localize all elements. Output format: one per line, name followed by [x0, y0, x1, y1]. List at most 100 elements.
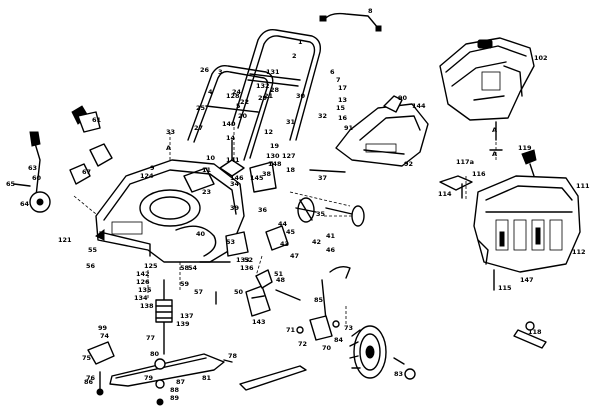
label-70: 70 — [322, 344, 332, 352]
label-92: 92 — [404, 160, 413, 168]
label-23: 23 — [202, 188, 211, 196]
label-116: 116 — [472, 170, 486, 178]
label-58: 58 — [180, 264, 190, 272]
label-125: 125 — [144, 262, 158, 270]
label-72: 72 — [298, 340, 307, 348]
label-85: 85 — [314, 296, 324, 304]
label-3: 3 — [218, 68, 223, 76]
label-133: 133 — [236, 256, 250, 264]
label-102: 102 — [534, 54, 548, 62]
height-adjuster-right — [245, 225, 351, 341]
label-121: 121 — [58, 236, 72, 244]
label-41: 41 — [326, 232, 336, 240]
label-81: 81 — [202, 374, 212, 382]
label-144: 144 — [412, 102, 426, 110]
label-50: 50 — [234, 288, 244, 296]
label-A-2: A — [492, 126, 497, 134]
lower-handle — [187, 64, 274, 161]
label-75: 75 — [82, 354, 92, 362]
label-30: 30 — [296, 92, 306, 100]
label-54: 54 — [188, 264, 198, 272]
mower-deck — [95, 159, 245, 263]
label-20: 20 — [238, 112, 248, 120]
part-119-spring — [521, 149, 537, 177]
label-114: 114 — [438, 190, 452, 198]
label-47: 47 — [290, 252, 299, 260]
label-83: 83 — [394, 370, 403, 378]
label-140: 140 — [222, 120, 236, 128]
part-118-rod — [513, 321, 547, 349]
label-146: 146 — [230, 174, 244, 182]
label-42: 42 — [312, 238, 321, 246]
label-80: 80 — [150, 350, 160, 358]
label-15: 15 — [336, 104, 346, 112]
label-13: 13 — [338, 96, 347, 104]
catcher-lid — [309, 103, 429, 173]
label-38: 38 — [262, 170, 272, 178]
label-40: 40 — [196, 230, 206, 238]
label-17: 17 — [338, 84, 347, 92]
label-4: 4 — [208, 88, 213, 96]
label-28: 28 — [270, 86, 280, 94]
label-87: 87 — [176, 378, 185, 386]
label-124: 124 — [140, 172, 154, 180]
label-39: 39 — [230, 204, 240, 212]
label-76: 76 — [86, 374, 96, 382]
label-119: 119 — [518, 144, 532, 152]
engine — [439, 37, 535, 151]
label-37: 37 — [318, 174, 327, 182]
label-145: 145 — [250, 174, 264, 182]
part-114-bracket — [439, 175, 473, 199]
label-134: 134 — [134, 294, 148, 302]
label-31: 31 — [286, 118, 296, 126]
label-127: 127 — [282, 152, 296, 160]
label-51: 51 — [274, 270, 284, 278]
label-34: 34 — [230, 180, 240, 188]
label-112: 112 — [572, 248, 586, 256]
label-45: 45 — [286, 228, 296, 236]
label-26: 26 — [200, 66, 210, 74]
label-44: 44 — [278, 220, 288, 228]
label-36: 36 — [258, 206, 268, 214]
label-32: 32 — [318, 112, 327, 120]
label-139: 139 — [176, 320, 190, 328]
label-143: 143 — [252, 318, 266, 326]
label-71: 71 — [286, 326, 296, 334]
deflector — [199, 231, 249, 305]
part-labels: 8 1 2 3 4 5 6 7 9 10 11 12 13 14 15 16 1… — [6, 7, 590, 402]
height-adjuster-left — [13, 105, 113, 213]
mulching-blade — [223, 359, 307, 391]
label-60: 60 — [32, 174, 42, 182]
label-A-1: A — [166, 144, 171, 152]
label-59: 59 — [180, 280, 190, 288]
label-88: 88 — [170, 386, 180, 394]
label-16: 16 — [338, 114, 348, 122]
label-A-3: A — [492, 150, 497, 158]
label-29: 29 — [258, 94, 268, 102]
label-130: 130 — [266, 152, 280, 160]
blade-assembly — [87, 279, 225, 406]
label-79: 79 — [144, 374, 154, 382]
label-135: 135 — [138, 286, 152, 294]
bowden-cable — [319, 12, 382, 32]
label-117a: 117a — [456, 158, 474, 166]
label-52: 52 — [244, 256, 253, 264]
label-14: 14 — [226, 134, 236, 142]
label-115: 115 — [498, 284, 512, 292]
label-111: 111 — [576, 182, 590, 190]
rear-flap — [249, 161, 277, 193]
label-90: 90 — [398, 94, 408, 102]
label-84: 84 — [334, 336, 344, 344]
label-91: 91 — [344, 124, 354, 132]
label-89: 89 — [170, 394, 180, 402]
label-48: 48 — [276, 276, 286, 284]
label-1: 1 — [298, 38, 303, 46]
label-126: 126 — [136, 278, 150, 286]
front-wheel-hub — [295, 197, 365, 227]
label-11: 11 — [202, 166, 212, 174]
label-18: 18 — [286, 166, 296, 174]
label-8: 8 — [368, 7, 373, 15]
part-90 — [383, 95, 403, 113]
label-7: 7 — [336, 76, 341, 84]
